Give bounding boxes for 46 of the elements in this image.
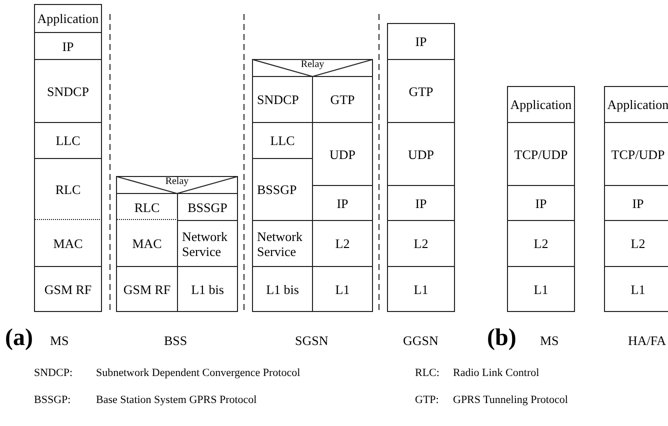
- protocol-layer: SNDCP: [252, 76, 313, 123]
- protocol-layer: L1: [507, 266, 575, 312]
- protocol-layer: L1 bis: [177, 266, 238, 312]
- protocol-layer: LLC: [34, 122, 102, 159]
- protocol-layer: RLC: [34, 158, 102, 220]
- abbreviation-note: GTP:: [415, 394, 439, 406]
- protocol-layer: L1: [312, 266, 373, 312]
- panel-letter: (a): [5, 325, 33, 352]
- stack-label: BSS: [164, 333, 188, 349]
- abbreviation-note: GPRS Tunneling Protocol: [453, 394, 568, 406]
- protocol-layer: GSM RF: [116, 266, 178, 312]
- protocol-layer: Application: [34, 4, 102, 33]
- protocol-layer: GTP: [387, 59, 455, 123]
- protocol-layer: L1: [387, 266, 455, 312]
- protocol-layer: RLC: [116, 193, 178, 220]
- protocol-layer: L2: [387, 220, 455, 267]
- protocol-layer: BSSGP: [177, 193, 238, 221]
- abbreviation-note: BSSGP:: [34, 394, 71, 406]
- protocol-layer: L2: [507, 220, 575, 267]
- protocol-layer: IP: [34, 32, 102, 60]
- protocol-layer: GTP: [312, 76, 373, 123]
- protocol-layer: IP: [387, 23, 455, 60]
- stack-label: MS: [50, 333, 69, 349]
- abbreviation-note: Subnetwork Dependent Convergence Protocol: [96, 367, 300, 379]
- protocol-layer: IP: [507, 185, 575, 221]
- protocol-layer: MAC: [116, 219, 178, 267]
- stack-label: SGSN: [295, 333, 328, 349]
- stack-label: HA/FA: [628, 333, 666, 349]
- stack-label: MS: [540, 333, 559, 349]
- abbreviation-note: RLC:: [415, 367, 440, 379]
- protocol-layer: Application: [507, 86, 575, 123]
- protocol-layer: IP: [387, 185, 455, 221]
- relay-band: Relay: [116, 176, 238, 194]
- protocol-layer: L1: [604, 266, 668, 312]
- protocol-layer: L1 bis: [252, 266, 313, 312]
- panel-letter: (b): [487, 325, 516, 352]
- abbreviation-note: Base Station System GPRS Protocol: [96, 394, 257, 406]
- protocol-layer: TCP/UDP: [507, 122, 575, 186]
- abbreviation-note: SNDCP:: [34, 367, 73, 379]
- protocol-layer: GSM RF: [34, 266, 102, 312]
- abbreviation-note: Radio Link Control: [453, 367, 540, 379]
- stack-label: GGSN: [403, 333, 438, 349]
- protocol-layer: MAC: [34, 219, 102, 267]
- protocol-layer: SNDCP: [34, 59, 102, 123]
- relay-band: Relay: [252, 59, 373, 77]
- protocol-layer: UDP: [387, 122, 455, 186]
